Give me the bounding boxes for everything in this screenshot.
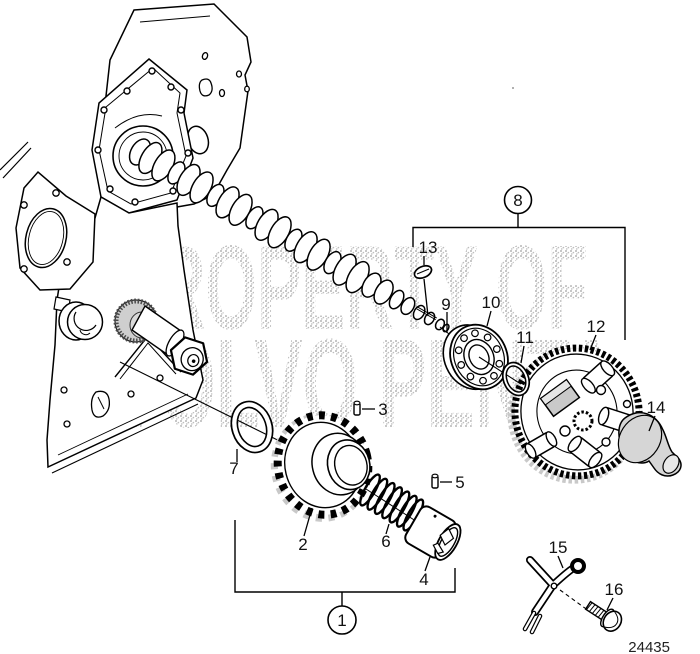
group-bracket-1: [234, 520, 456, 606]
balance-shaft-assembly: [58, 298, 209, 376]
callout-7-label[interactable]: 7: [229, 459, 238, 478]
pin-3: [353, 400, 361, 416]
bushing-4: [404, 505, 462, 561]
screw-16: [584, 600, 623, 632]
o-ring-7: [230, 400, 274, 454]
callout-1[interactable]: 1: [327, 605, 357, 635]
fork-tool-15: [522, 556, 586, 635]
callout-15-label[interactable]: 15: [549, 538, 568, 557]
print-speck: [512, 87, 514, 89]
callout-8-label[interactable]: 8: [513, 191, 522, 210]
woodruff-key-13: [413, 264, 433, 280]
callout-14-label[interactable]: 14: [647, 398, 666, 417]
assembly-dashed-line: [559, 589, 590, 612]
camshaft: [128, 138, 450, 333]
callout-6-label[interactable]: 6: [381, 532, 390, 551]
drive-gear-2: [270, 411, 373, 522]
callout-8[interactable]: 8: [503, 185, 533, 215]
callout-10-label[interactable]: 10: [482, 293, 501, 312]
callout-4-label[interactable]: 4: [419, 570, 428, 589]
callout-12-label[interactable]: 12: [587, 317, 606, 336]
leader-lines: [236, 256, 656, 611]
callout-1-label[interactable]: 1: [337, 611, 346, 630]
group-bracket-8: [412, 213, 626, 340]
drawing-number: 24435: [628, 639, 670, 654]
callout-13-label[interactable]: 13: [419, 238, 438, 257]
o-ring-11: [501, 361, 531, 397]
shaft-nut: [169, 336, 209, 376]
callout-9-label[interactable]: 9: [441, 295, 450, 314]
callout-2-label[interactable]: 2: [298, 535, 307, 554]
callout-11-label[interactable]: 11: [516, 328, 534, 347]
callout-3-label[interactable]: 3: [378, 400, 387, 419]
balance-weight-block: [539, 378, 581, 418]
callout-16-label[interactable]: 16: [605, 580, 624, 599]
callout-5-label[interactable]: 5: [455, 473, 464, 492]
pin-5: [431, 473, 439, 489]
